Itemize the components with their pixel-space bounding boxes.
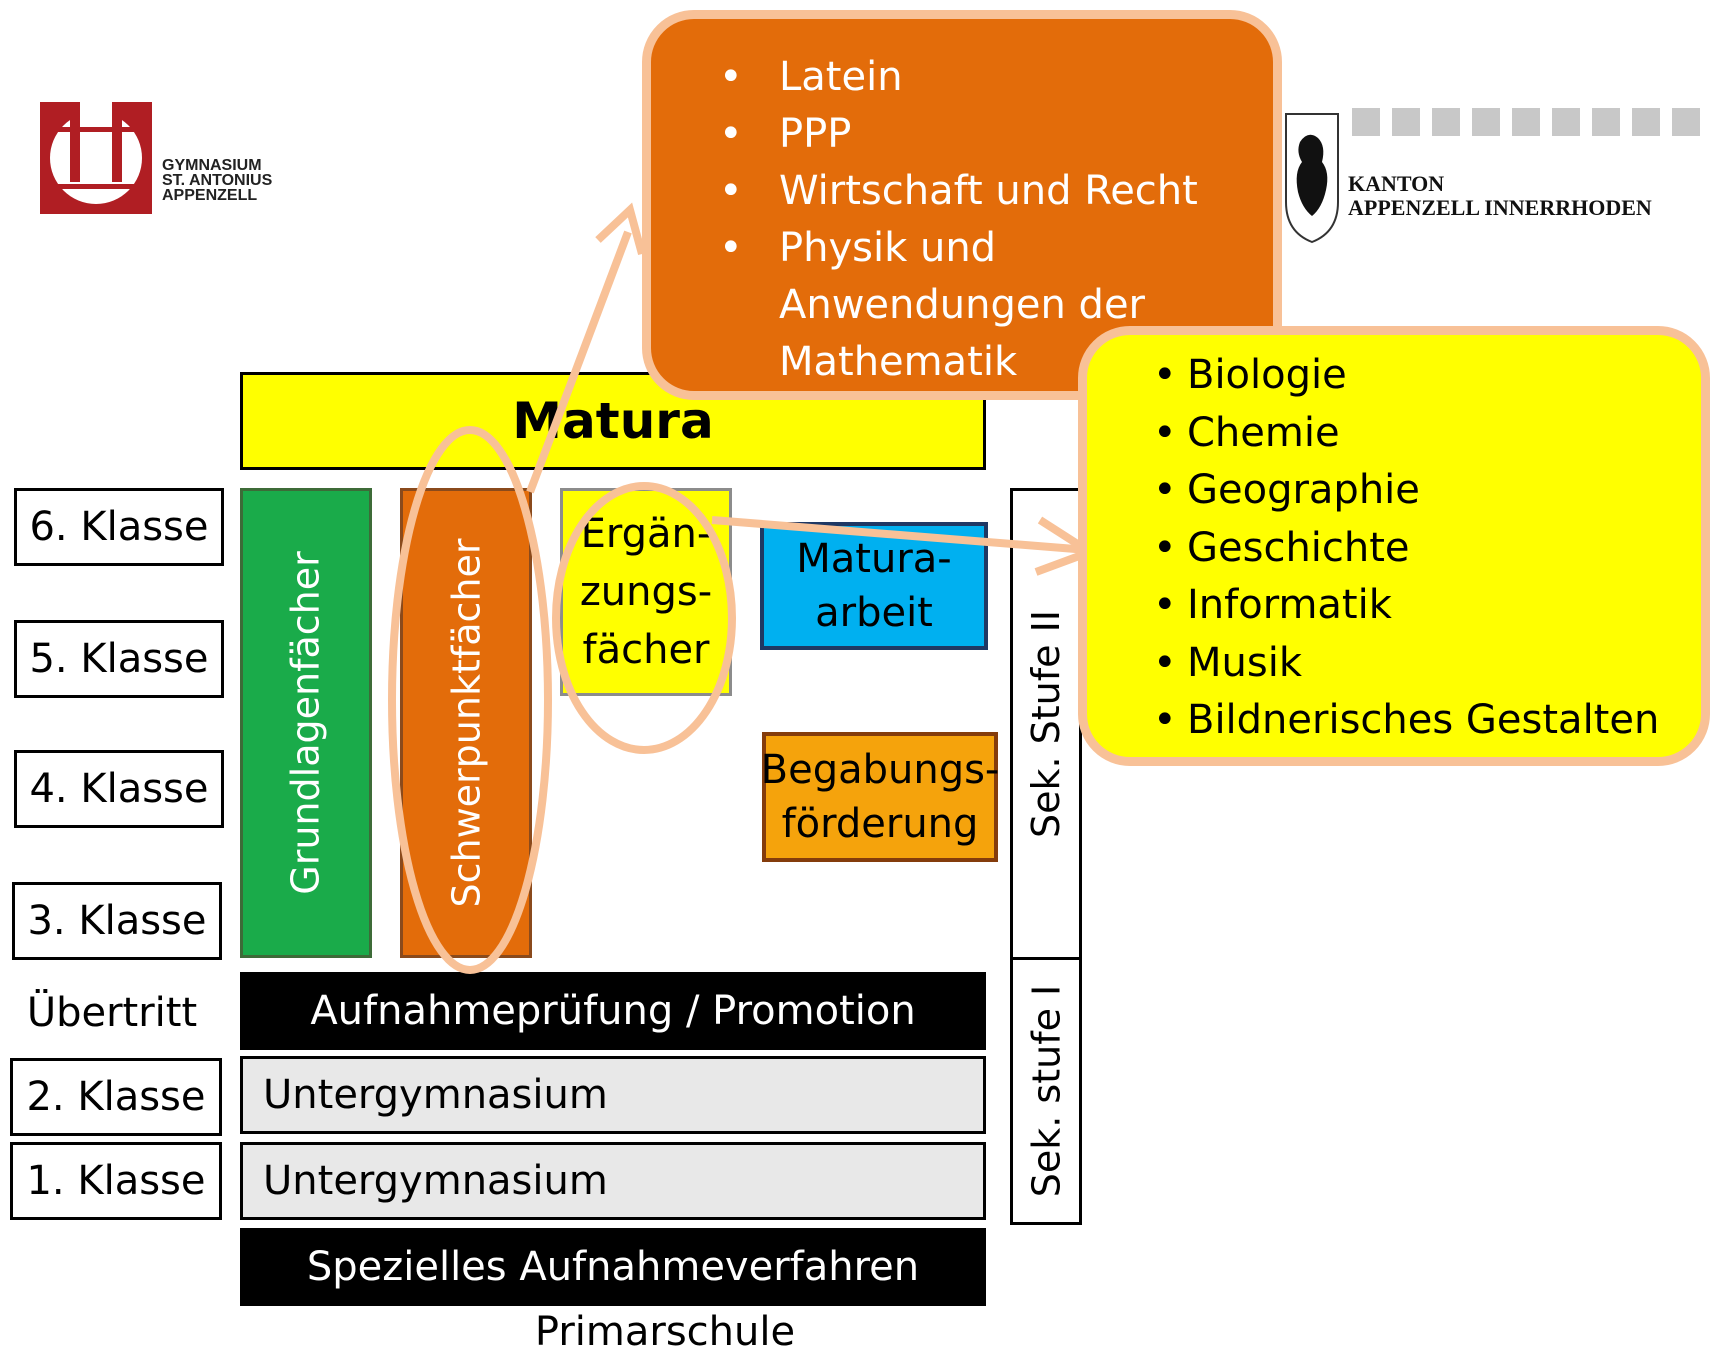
list-item-continuation: Anwendungen der Mathematik [651, 277, 1273, 391]
sek-stufe-1-block: Sek. stufe I [1010, 957, 1082, 1225]
begabungsfoerderung-block: Begabungs- förderung [760, 732, 1000, 862]
ergaenzung-callout-list: Biologie Chemie Geographie Geschichte In… [1087, 335, 1701, 750]
gymnasium-logo-line: ST. ANTONIUS [162, 172, 273, 189]
gymnasium-logo-line: APPENZELL [162, 187, 258, 204]
list-item: Geschichte [1087, 520, 1701, 578]
schwerpunkt-callout-list: Latein PPP Wirtschaft und Recht Physik u… [651, 19, 1273, 277]
gymnasium-logo-text: GYMNASIUM ST. ANTONIUS APPENZELL [162, 157, 273, 204]
ergaenzung-callout: Biologie Chemie Geographie Geschichte In… [1078, 326, 1710, 766]
gymnasium-logo-mark [40, 102, 152, 214]
list-item: Musik [1087, 635, 1701, 693]
arrow-head-icon [595, 202, 646, 256]
ergaenzungsfaecher-line: fächer [582, 627, 710, 673]
list-item: Chemie [1087, 405, 1701, 463]
kanton-bar-pattern-icon [1352, 108, 1700, 136]
kanton-logo-line: APPENZELL INNERRHODEN [1348, 195, 1652, 220]
class-label-1: 1. Klasse [10, 1142, 222, 1220]
maturaarbeit-line: Matura- [796, 536, 952, 582]
class-label-5: 5. Klasse [14, 620, 224, 698]
arrow-to-schwerpunkt-callout [526, 230, 632, 494]
primarschule-label: Primarschule [534, 1309, 796, 1355]
list-item-line: Anwendungen der [779, 282, 1145, 328]
class-label-2: 2. Klasse [10, 1058, 222, 1136]
list-item-line: Mathematik [779, 339, 1018, 385]
spezielles-aufnahmeverfahren-bar: Spezielles Aufnahmeverfahren [240, 1228, 986, 1306]
list-item: Physik und [651, 220, 1273, 277]
begabungsfoerderung-line: förderung [781, 801, 979, 847]
class-label-3: 3. Klasse [12, 882, 222, 960]
list-item: Geographie [1087, 462, 1701, 520]
schwerpunkt-highlight-ellipse [388, 426, 552, 974]
begabungsfoerderung-line: Begabungs- [760, 747, 1000, 793]
maturaarbeit-line: arbeit [815, 590, 933, 636]
class-label-4: 4. Klasse [14, 750, 224, 828]
list-item: Informatik [1087, 577, 1701, 635]
arrow-to-ergaenzung-callout [711, 516, 1089, 554]
list-item: PPP [651, 106, 1273, 163]
class-label-6: 6. Klasse [14, 488, 224, 566]
kanton-logo-line: KANTON [1348, 171, 1445, 196]
maturaarbeit-block: Matura- arbeit [760, 522, 988, 650]
list-item: Wirtschaft und Recht [651, 163, 1273, 220]
gymnasium-logo-icon [40, 102, 152, 204]
list-item: Bildnerisches Gestalten [1087, 692, 1701, 750]
aufnahmepruefung-bar: Aufnahmeprüfung / Promotion [240, 972, 986, 1050]
schwerpunktfaecher-block: Schwerpunktfächer [400, 488, 532, 958]
untergymnasium-1-bar: Untergymnasium [240, 1142, 986, 1220]
ergaenzung-highlight-ellipse [552, 482, 736, 754]
ergaenzungsfaecher-line: Ergän- [580, 511, 712, 557]
list-item: Biologie [1087, 347, 1701, 405]
list-item: Latein [651, 49, 1273, 106]
untergymnasium-2-bar: Untergymnasium [240, 1056, 986, 1134]
transition-label: Übertritt [26, 990, 198, 1036]
ergaenzungsfaecher-line: zungs- [579, 569, 713, 615]
grundlagenfaecher-block: Grundlagenfächer [240, 488, 372, 958]
kanton-logo-text: KANTON APPENZELL INNERRHODEN [1348, 172, 1652, 220]
gymnasium-logo-line: GYMNASIUM [162, 157, 262, 174]
bear-coat-of-arms-icon [1285, 113, 1339, 244]
